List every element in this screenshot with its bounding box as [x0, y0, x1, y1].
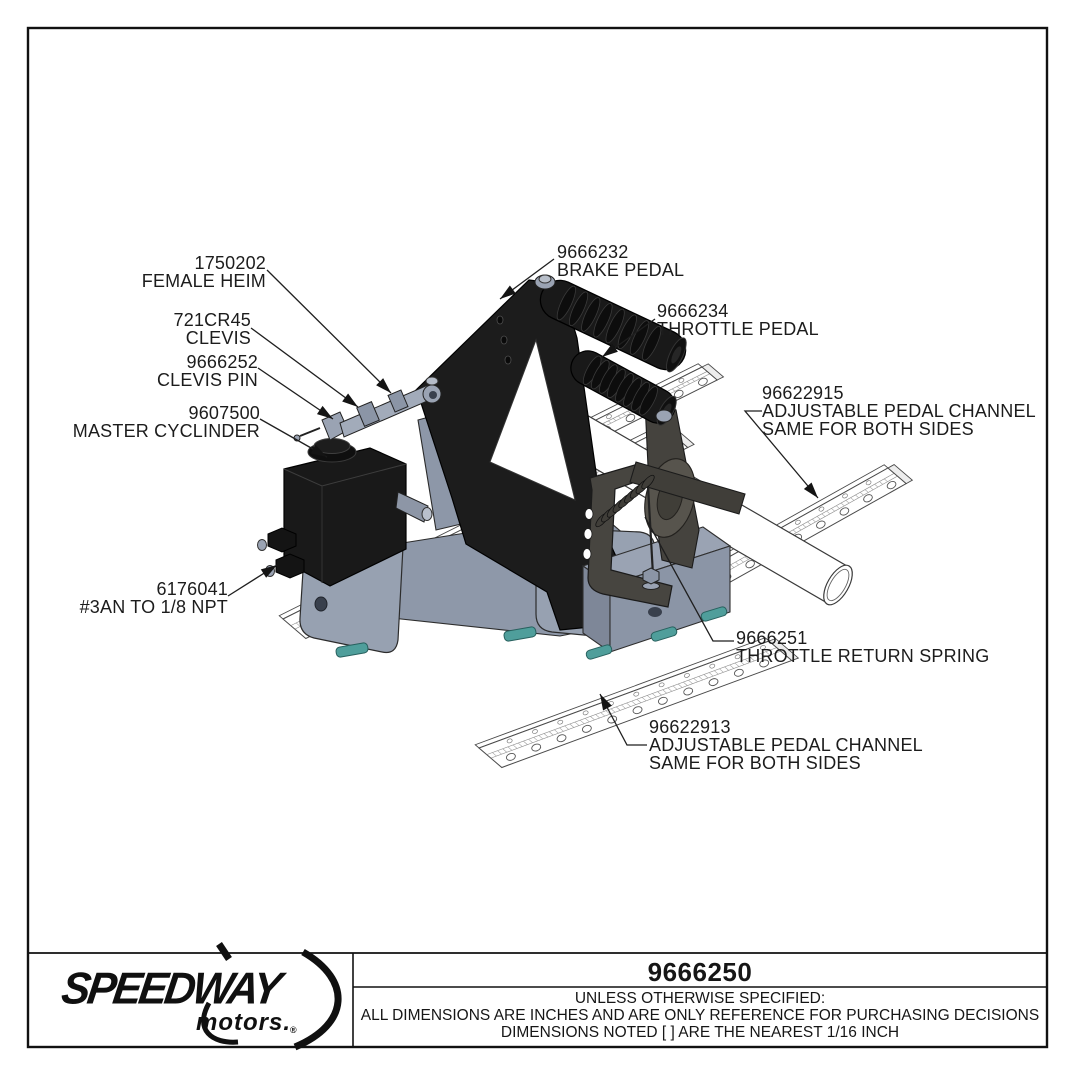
- throttle-frame-drawing: [582, 401, 746, 608]
- master-cylinder-drawing: [257, 438, 433, 587]
- logo-primary-text: SPEEDWAY: [58, 964, 283, 1014]
- part-name: THROTTLE PEDAL: [657, 319, 819, 339]
- part-name: #3AN TO 1/8 NPT: [79, 597, 228, 617]
- part-name: BRAKE PEDAL: [557, 260, 685, 280]
- clevis-linkage-drawing: [293, 376, 442, 442]
- part-name: MASTER CYCLINDER: [72, 421, 260, 441]
- part-number: 9666252: [186, 352, 258, 372]
- sheet-note: DIMENSIONS NOTED [ ] ARE THE NEAREST 1/1…: [500, 1024, 900, 1041]
- heel-cup-drawing: [587, 463, 673, 608]
- part-number: 96622913: [649, 717, 731, 737]
- part-number: 9666234: [657, 301, 729, 321]
- callout-pedal-channel-lower: 96622913 ADJUSTABLE PEDAL CHANNEL SAME F…: [649, 718, 923, 772]
- part-number: 9607500: [188, 403, 260, 423]
- leader-lines: [227, 258, 819, 746]
- callout-female-heim: 1750202 FEMALE HEIM: [142, 254, 266, 290]
- callout-master-cylinder: 9607500 MASTER CYCLINDER: [73, 404, 260, 440]
- part-name: THROTTLE RETURN SPRING: [736, 646, 990, 666]
- callout-an-fitting: 6176041 #3AN TO 1/8 NPT: [80, 580, 228, 616]
- grip-bolt: [655, 409, 673, 423]
- mount-pad: [650, 626, 678, 642]
- part-number: 1750202: [194, 253, 266, 273]
- callout-clevis-pin: 9666252 CLEVIS PIN: [157, 353, 258, 389]
- callout-pedal-channel-right: 96622915 ADJUSTABLE PEDAL CHANNEL SAME F…: [762, 384, 1036, 438]
- part-number: 9666251: [736, 628, 808, 648]
- callout-brake-pedal: 9666232 BRAKE PEDAL: [557, 243, 684, 279]
- part-name-2: SAME FOR BOTH SIDES: [649, 753, 861, 773]
- sheet-border: [26, 26, 1049, 1049]
- mount-pad: [700, 606, 728, 622]
- title-block: [28, 942, 1047, 1051]
- throttle-pedal-grip-drawing: [570, 350, 677, 426]
- part-name: CLEVIS PIN: [156, 370, 258, 390]
- mount-pad: [585, 644, 613, 660]
- part-name: FEMALE HEIM: [141, 271, 266, 291]
- brake-pedal-grip-drawing: [539, 279, 687, 373]
- throttle-pedal-assembly-drawing: [570, 350, 746, 660]
- registered-mark: ®: [290, 1025, 297, 1035]
- callout-throttle-pedal: 9666234 THROTTLE PEDAL: [657, 302, 819, 338]
- callout-throttle-return-spring: 9666251 THROTTLE RETURN SPRING: [736, 629, 989, 665]
- part-number: 96622915: [762, 383, 844, 403]
- logo-secondary-text: motors.: [196, 1009, 292, 1036]
- part-name-2: SAME FOR BOTH SIDES: [762, 419, 974, 439]
- part-number: 721CR45: [173, 310, 251, 330]
- speedway-motors-logo: SPEEDWAY motors. ®: [28, 953, 353, 1048]
- sheet-note: ALL DIMENSIONS ARE INCHES AND ARE ONLY R…: [360, 1007, 1040, 1024]
- part-number: 9666232: [557, 242, 629, 262]
- callout-clevis: 721CR45 CLEVIS: [174, 311, 251, 347]
- throttle-return-spring-drawing: [595, 474, 660, 590]
- part-number: 6176041: [156, 579, 228, 599]
- mount-pad: [503, 626, 537, 642]
- part-name: ADJUSTABLE PEDAL CHANNEL: [649, 735, 923, 755]
- mount-pad: [335, 642, 369, 658]
- speedway-logo-swoosh: [201, 942, 342, 1051]
- part-name: ADJUSTABLE PEDAL CHANNEL: [762, 401, 1036, 421]
- sheet-part-number: 9666250: [647, 957, 753, 987]
- sheet-note: UNLESS OTHERWISE SPECIFIED:: [574, 990, 826, 1007]
- part-name: CLEVIS: [185, 328, 251, 348]
